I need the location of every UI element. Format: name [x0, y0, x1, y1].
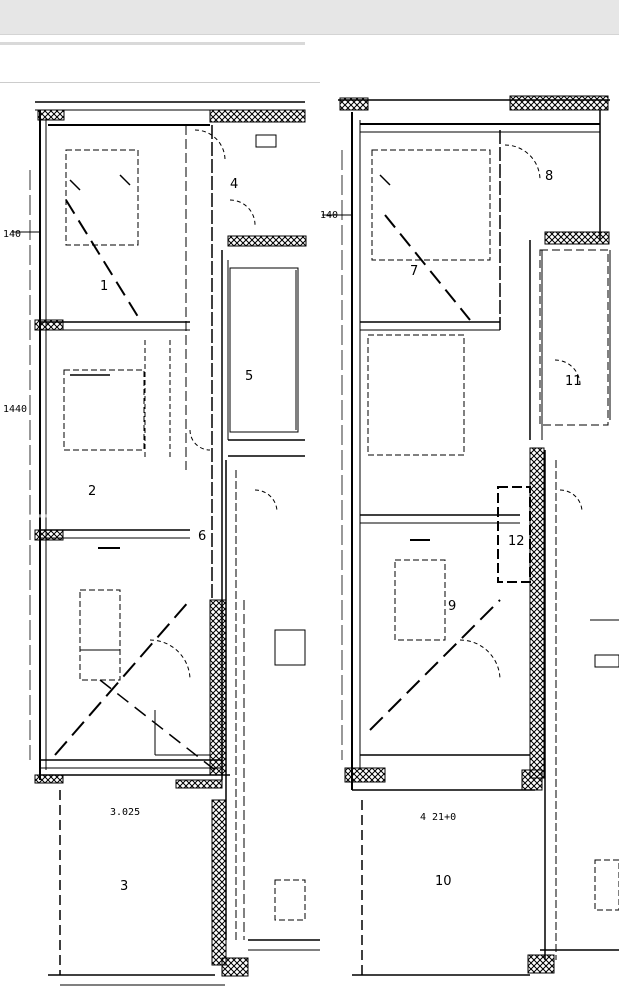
- top-toolbar: [0, 0, 619, 35]
- header-rule: [0, 82, 320, 83]
- room-label-5: 5: [245, 369, 253, 384]
- room-label-4: 4: [230, 177, 238, 192]
- dim-label-bottom-left: 3.025: [110, 807, 140, 818]
- room-label-9: 9: [448, 599, 456, 614]
- drawing-labels: 140 1440 3.025 140 4 21+0 1 2 3 4 5 6 7 …: [3, 169, 582, 894]
- left-building: [12, 101, 320, 986]
- room-label-1: 1: [100, 279, 108, 294]
- dim-label-left-mid: 1440: [3, 404, 27, 415]
- room-label-12: 12: [508, 534, 525, 549]
- header-divider: [0, 42, 305, 45]
- room-label-3: 3: [120, 879, 128, 894]
- room-label-6: 6: [198, 529, 206, 544]
- room-label-10: 10: [435, 874, 452, 889]
- dim-label-bottom-right: 4 21+0: [420, 812, 456, 823]
- floor-plan-svg: — · · · · · · · 140 1440 3.025 140 4 21+…: [3, 95, 619, 986]
- room-label-2: 2: [88, 484, 96, 499]
- watermark-text: — · · · · · · ·: [10, 488, 280, 539]
- room-label-7: 7: [410, 264, 418, 279]
- dim-label-right-top: 140: [320, 210, 338, 221]
- dim-label-left-top: 140: [3, 229, 21, 240]
- right-building: [322, 95, 619, 976]
- floor-plan-drawing: — · · · · · · · 140 1440 3.025 140 4 21+…: [0, 76, 619, 997]
- room-label-8: 8: [545, 169, 553, 184]
- room-label-11: 11: [565, 374, 582, 389]
